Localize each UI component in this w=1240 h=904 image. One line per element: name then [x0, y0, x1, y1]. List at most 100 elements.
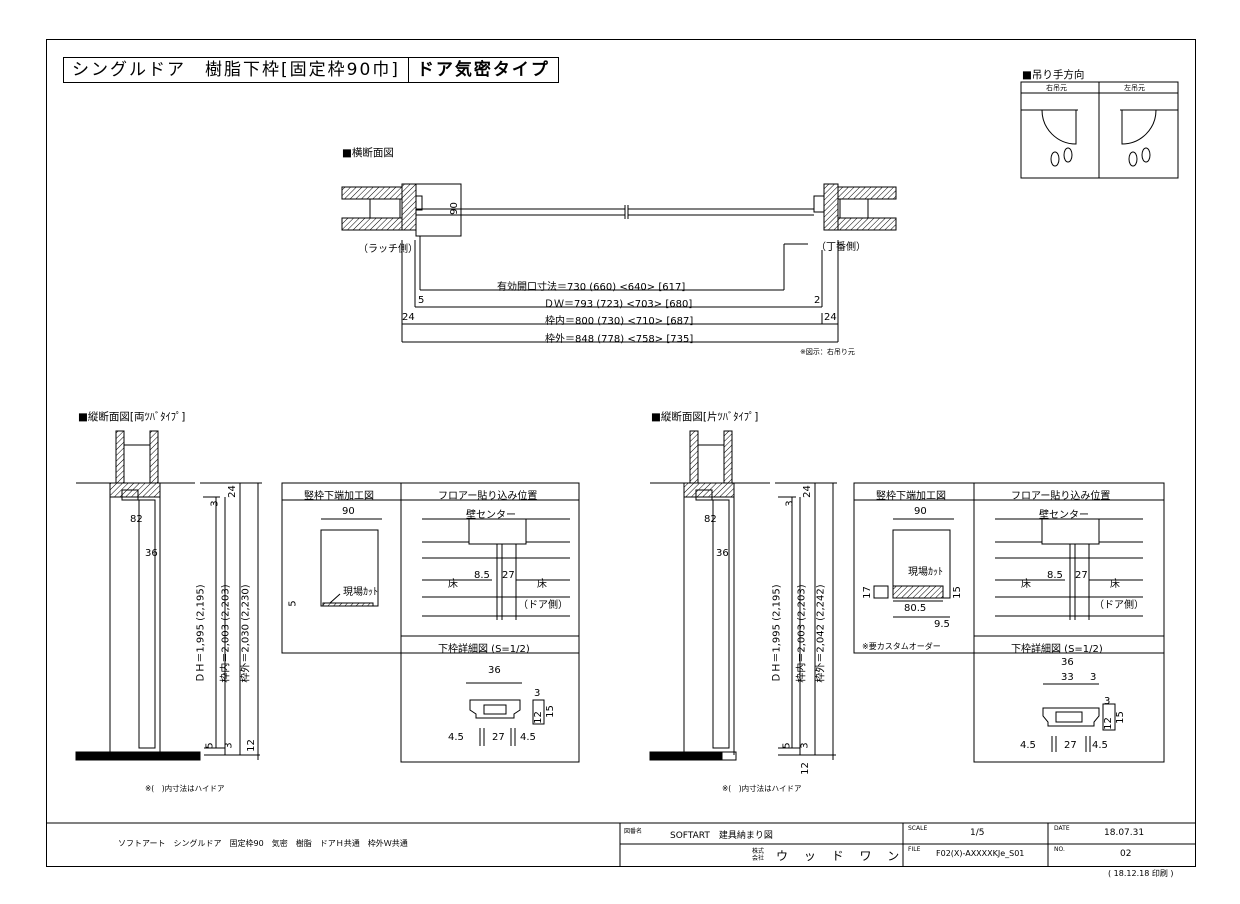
- right-detail-h3: 下枠詳細図 (S=1/2): [1011, 644, 1103, 655]
- swing-heading: ■吊り手方向: [1022, 69, 1085, 81]
- right-b5: 5: [781, 742, 793, 749]
- right-s3b: 3: [1104, 696, 1111, 707]
- left-section-note: ※( )内寸法はハイドア: [145, 784, 225, 793]
- left-detail-h1: 竪枠下端加工図: [304, 491, 374, 502]
- right-d3: 3: [784, 500, 796, 507]
- right-detail-boxes: [853, 482, 1165, 763]
- left-vertical-section: [75, 430, 262, 761]
- left-door: （ドア側）: [518, 600, 568, 611]
- plan-section: [341, 183, 897, 343]
- right-s36: 36: [1061, 657, 1074, 668]
- right-d24: 24: [801, 485, 813, 498]
- left-outer: 枠外＝2,030 (2,230): [240, 584, 252, 683]
- left-s45b: 4.5: [520, 732, 536, 743]
- dim-inner: 枠内＝800 (730) <710> [687]: [545, 316, 694, 327]
- tb-company-prefix: 株式会社: [752, 848, 765, 862]
- right-detail-h2: フロアー貼り込み位置: [1011, 491, 1111, 502]
- right-inner: 枠内＝2,003 (2,203): [796, 584, 808, 683]
- right-dh: ＤＨ＝1,995 (2,195): [771, 584, 783, 683]
- swing-left-label: 左吊元: [1124, 84, 1145, 92]
- left-b12: 12: [245, 739, 257, 752]
- titleblock-lines: [46, 822, 1196, 867]
- right-section-note: ※( )内寸法はハイドア: [722, 784, 802, 793]
- plan-jamb-depth: 90: [448, 202, 460, 215]
- right-s45b: 4.5: [1092, 740, 1108, 751]
- left-s36: 36: [488, 665, 501, 676]
- plan-note: ※図示：右吊り元: [800, 348, 855, 356]
- left-w90: 90: [342, 506, 355, 517]
- tb-printed: ( 18.12.18 印刷 ): [1108, 869, 1174, 878]
- tb-dwg-name: SOFTART 建具納まり図: [670, 831, 773, 841]
- left-d3: 3: [209, 500, 221, 507]
- tb-company: ウ ッ ド ワ ン: [776, 849, 906, 863]
- right-d82: 82: [704, 514, 717, 525]
- plan-heading: ■横断面図: [342, 147, 394, 159]
- right-b12: 12: [799, 762, 811, 775]
- dim-opening: 有効開口寸法＝730 (660) <640> [617]: [497, 282, 686, 293]
- right-s33: 33: [1061, 672, 1074, 683]
- dim-dw: ＤＷ＝793 (723) <703> [680]: [544, 299, 693, 310]
- left-d27: 27: [502, 570, 515, 581]
- dim-right-frame: 24: [824, 312, 837, 323]
- tb-description: ソフトアート シングルドア 固定枠90 気密 樹脂 ドアＨ共通 枠外Ｗ共通: [118, 839, 408, 848]
- left-b3: 3: [223, 742, 235, 749]
- right-d27: 27: [1075, 570, 1088, 581]
- tb-date: 18.07.31: [1104, 828, 1145, 838]
- tb-label-file: FILE: [908, 846, 921, 853]
- left-floor: 床: [448, 579, 458, 590]
- title-main: シングルドア 樹脂下枠[固定枠90巾]: [72, 60, 400, 80]
- swing-right-label: 右吊元: [1046, 84, 1067, 92]
- right-outer: 枠外＝2,042 (2,242): [815, 584, 827, 683]
- drawing-title: シングルドア 樹脂下枠[固定枠90巾] ドア気密タイプ: [63, 57, 559, 83]
- right-vertical-section: [649, 430, 837, 761]
- right-custom-note: ※要カスタムオーダー: [862, 642, 941, 651]
- left-section-heading: ■縦断面図[両ﾂﾊﾞﾀｲﾌﾟ]: [78, 411, 186, 423]
- left-detail-h2: フロアー貼り込み位置: [438, 491, 538, 502]
- dim-outer: 枠外＝848 (778) <758> [735]: [545, 334, 694, 345]
- tb-label-date: DATE: [1054, 825, 1070, 832]
- left-detail-h3: 下枠詳細図 (S=1/2): [438, 644, 530, 655]
- left-detail-boxes: [281, 482, 580, 763]
- right-cut: 現場ｶｯﾄ: [908, 567, 943, 578]
- left-d85: 8.5: [474, 570, 490, 581]
- left-wall: 壁センター: [466, 510, 516, 521]
- right-d17: 17: [861, 586, 873, 599]
- left-d24: 24: [226, 485, 238, 498]
- left-inner: 枠内＝2,003 (2,203): [220, 584, 232, 683]
- right-s27: 27: [1064, 740, 1077, 751]
- right-s3: 3: [1090, 672, 1097, 683]
- right-s45a: 4.5: [1020, 740, 1036, 751]
- dim-right-gap: 2: [814, 295, 821, 306]
- left-s12: 12: [532, 711, 544, 724]
- hinge-side-label: （丁番側）: [816, 242, 866, 253]
- left-s3: 3: [534, 688, 541, 699]
- left-d36: 36: [145, 548, 158, 559]
- right-floor: 床: [1021, 579, 1031, 590]
- right-d36: 36: [716, 548, 729, 559]
- left-floor2: 床: [537, 579, 547, 590]
- right-floor2: 床: [1110, 579, 1120, 590]
- right-d805: 80.5: [904, 603, 927, 614]
- drawing-frame: [46, 39, 1196, 867]
- right-wall: 壁センター: [1039, 510, 1089, 521]
- right-b3: 3: [799, 742, 811, 749]
- swing-diagram: [1020, 81, 1179, 179]
- left-cut: 現場ｶｯﾄ: [343, 587, 378, 598]
- title-sub: ドア気密タイプ: [407, 58, 558, 82]
- left-b5: 5: [204, 742, 216, 749]
- tb-no: 02: [1120, 849, 1132, 859]
- left-d5: 5: [287, 600, 299, 607]
- right-door: （ドア側）: [1094, 600, 1144, 611]
- right-d85: 8.5: [1047, 570, 1063, 581]
- left-s15: 15: [544, 705, 556, 718]
- left-s27: 27: [492, 732, 505, 743]
- right-d95: 9.5: [934, 619, 950, 630]
- right-w90: 90: [914, 506, 927, 517]
- tb-label-dwg: 図番名: [624, 828, 643, 835]
- tb-scale: 1/5: [970, 828, 985, 838]
- tb-label-scale: SCALE: [908, 825, 928, 832]
- tb-file: F02(X)-AXXXXKJe_S01: [936, 849, 1025, 858]
- right-section-heading: ■縦断面図[片ﾂﾊﾞﾀｲﾌﾟ]: [651, 411, 759, 423]
- left-d82: 82: [130, 514, 143, 525]
